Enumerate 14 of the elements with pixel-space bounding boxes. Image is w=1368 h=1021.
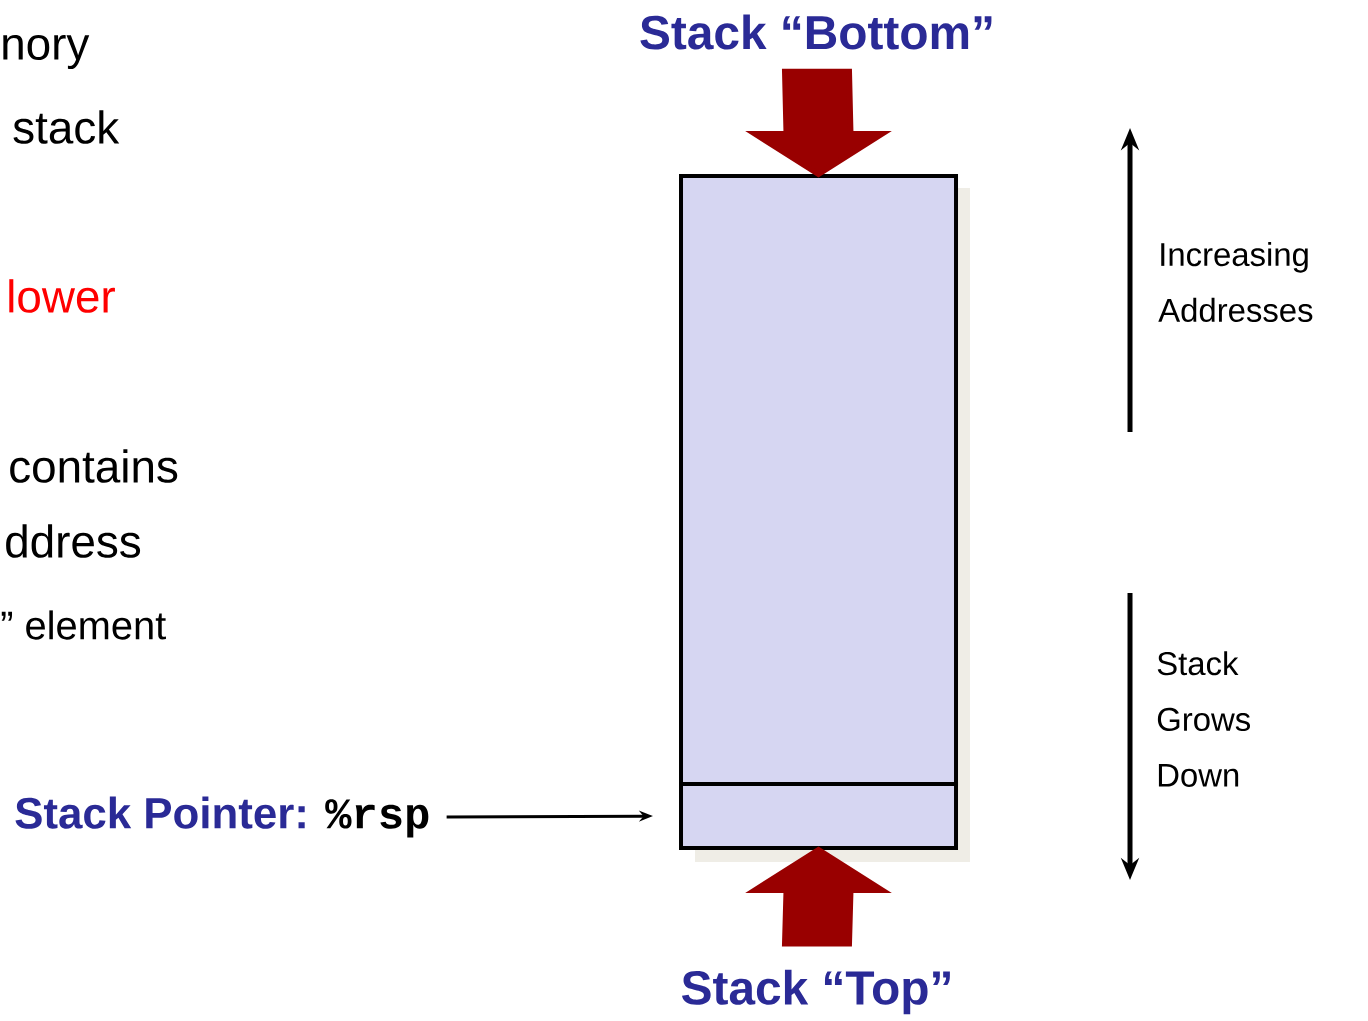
block-arrow [745, 846, 892, 947]
stack-box [679, 174, 970, 798]
side-text: contains [10, 449, 178, 483]
direction-label: Stack Grows Down [1157, 651, 1250, 787]
block-arrow [745, 68, 892, 178]
side-text: nory [3, 34, 90, 70]
side-text: lower [9, 279, 115, 313]
side-text: stack [13, 110, 120, 144]
side-text: ddress [6, 524, 141, 558]
pointer-label: Stack Pointer: %rsp [15, 796, 429, 838]
side-text: ” element [1, 610, 166, 640]
stack-label: Stack “Bottom” [640, 14, 992, 50]
stack-label: Stack “Top” [682, 969, 950, 1015]
direction-label: Increasing Addresses [1158, 242, 1313, 322]
